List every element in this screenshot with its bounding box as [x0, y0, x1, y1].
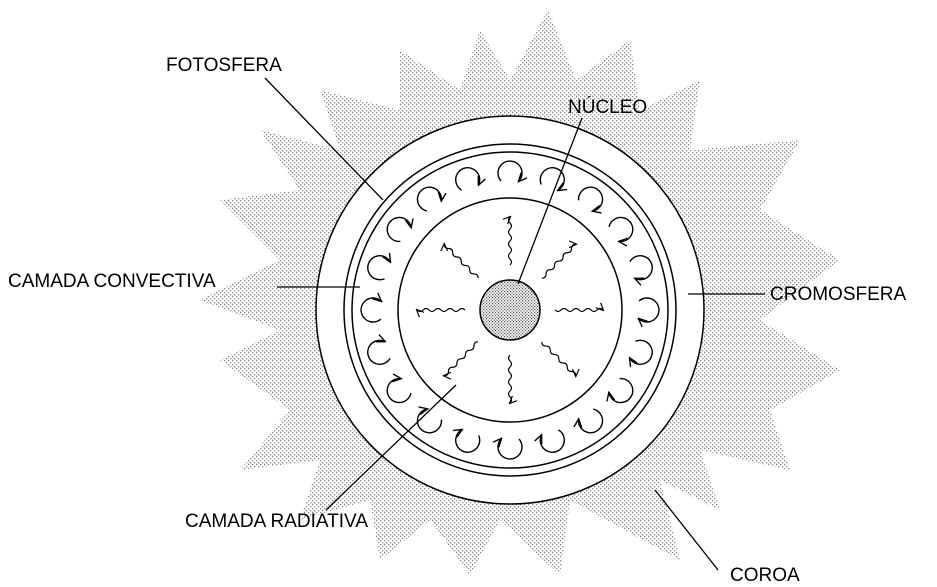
label-coroa: COROA: [730, 566, 800, 585]
label-nucleo: NÚCLEO: [568, 98, 647, 117]
label-cromosfera: CROMOSFERA: [770, 285, 906, 304]
label-camada-convectiva: CAMADA CONVECTIVA: [8, 272, 216, 291]
label-fotosfera: FOTOSFERA: [166, 56, 282, 75]
label-camada-radiativa: CAMADA RADIATIVA: [185, 512, 368, 531]
core: [480, 280, 540, 340]
